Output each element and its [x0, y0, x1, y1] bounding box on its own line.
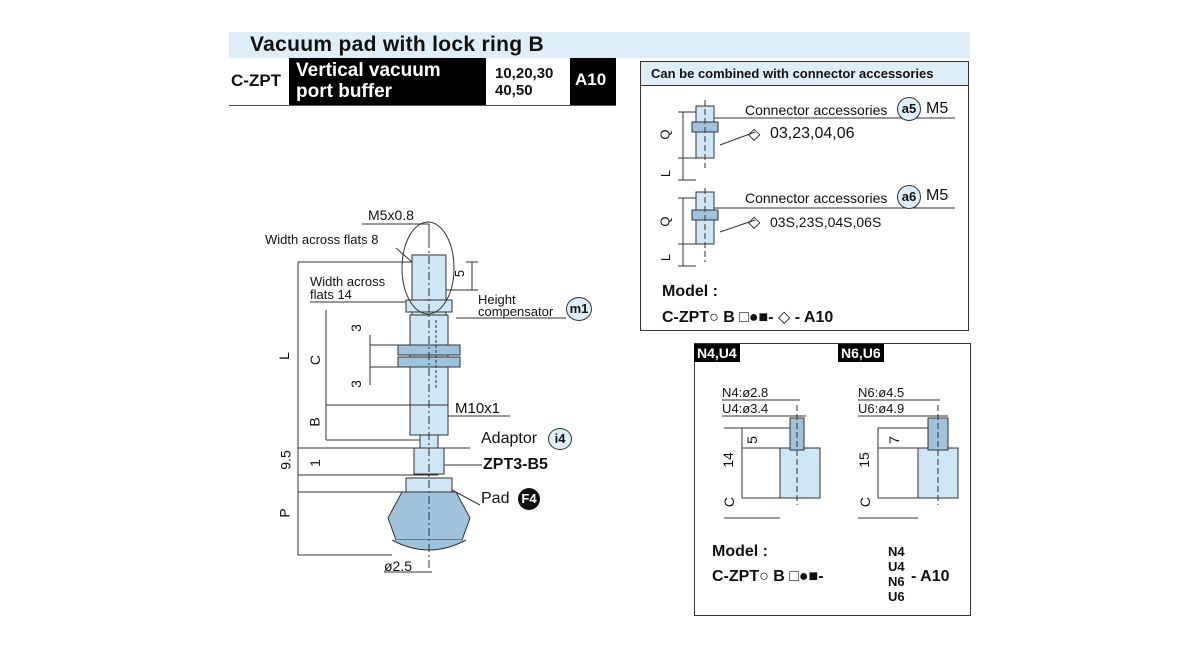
left-fitting-tag: N4,U4	[694, 344, 740, 362]
detail-circle	[401, 221, 455, 315]
adaptor-label: Adaptor	[481, 430, 538, 447]
flats-14-label-1: Width across	[310, 274, 386, 289]
connector-accessories-panel	[640, 61, 969, 331]
nut-option: N6	[888, 574, 905, 589]
combo-model-code: C-ZPT○ B □●■- ◇ - A10	[662, 309, 834, 326]
page-title: Vacuum pad with lock ring B	[250, 33, 544, 56]
connector-accessories-header	[641, 62, 968, 86]
adaptor-tag: i4	[548, 428, 572, 450]
a5-thread: M5	[926, 100, 949, 117]
thread-bottom-label: M10x1	[455, 400, 501, 417]
nut-option: U4	[888, 559, 905, 574]
right-dim-b: 15	[855, 452, 872, 468]
header-underline	[229, 105, 616, 106]
combo-model-label: Model :	[662, 283, 718, 300]
fitting-options-panel	[694, 343, 971, 616]
right-dim-a: 7	[885, 436, 902, 444]
description-line-1: Vertical vacuum	[296, 60, 441, 81]
left-dim-c: C	[721, 496, 738, 508]
flats-14-label-2: flats 14	[310, 287, 352, 302]
sizes-line-2: 40,50	[495, 82, 533, 99]
a5-diamond-icon: ◇	[748, 126, 761, 143]
description-box	[289, 58, 486, 106]
a6-tag: a6	[897, 185, 921, 209]
a6-diamond-icon: ◇	[748, 214, 761, 231]
pad-label: Pad	[481, 490, 510, 507]
connector-accessories-header-text: Can be combined with connector accessori…	[651, 66, 934, 81]
nut-model-suffix: - A10	[911, 568, 950, 585]
left-fitting-body	[779, 447, 821, 499]
right-fitting-tag: N6,U6	[838, 344, 884, 362]
nut-model-label: Model :	[712, 543, 768, 560]
suffix-box	[570, 58, 616, 106]
nut-model-options: N4 U4 N6 U6	[888, 544, 905, 604]
left-dim-b: 14	[719, 452, 736, 468]
flats-8-label: Width across flats 8	[265, 232, 379, 247]
model-code-prefix: C-ZPT	[231, 71, 282, 90]
adaptor-model: ZPT3-B5	[483, 456, 548, 473]
height-compensator-tag: m1	[566, 297, 592, 321]
left-dia-u: U4:ø3.4	[722, 401, 769, 416]
height-compensator-label-1: Height	[478, 292, 516, 307]
a5-tag: a5	[897, 97, 921, 121]
description-line-2: port buffer	[296, 81, 393, 102]
title-bar	[229, 32, 970, 58]
thread-top-label: M5x0.8	[368, 207, 414, 223]
model-suffix: A10	[575, 70, 607, 89]
a5-options: 03,23,04,06	[770, 125, 855, 142]
a6-label: Connector accessories	[745, 190, 888, 206]
right-dia-n: N6:ø4.5	[858, 385, 905, 400]
nut-model-prefix: C-ZPT○ B □●■-	[712, 568, 824, 585]
right-dim-c: C	[857, 496, 874, 508]
height-compensator-label-2: compensator	[478, 304, 554, 319]
a5-label: Connector accessories	[745, 102, 888, 118]
right-dia-u: U6:ø4.9	[858, 401, 905, 416]
pad-tag: F4	[518, 488, 540, 510]
nut-option: U6	[888, 589, 905, 604]
left-dim-a: 5	[743, 436, 760, 444]
a6-options: 03S,23S,04S,06S	[770, 214, 882, 230]
nut-option: N4	[888, 544, 905, 559]
diameter-label: ø2.5	[384, 558, 413, 574]
a6-thread: M5	[926, 187, 949, 204]
sizes-line-1: 10,20,30	[495, 65, 554, 82]
left-dia-n: N4:ø2.8	[722, 385, 769, 400]
